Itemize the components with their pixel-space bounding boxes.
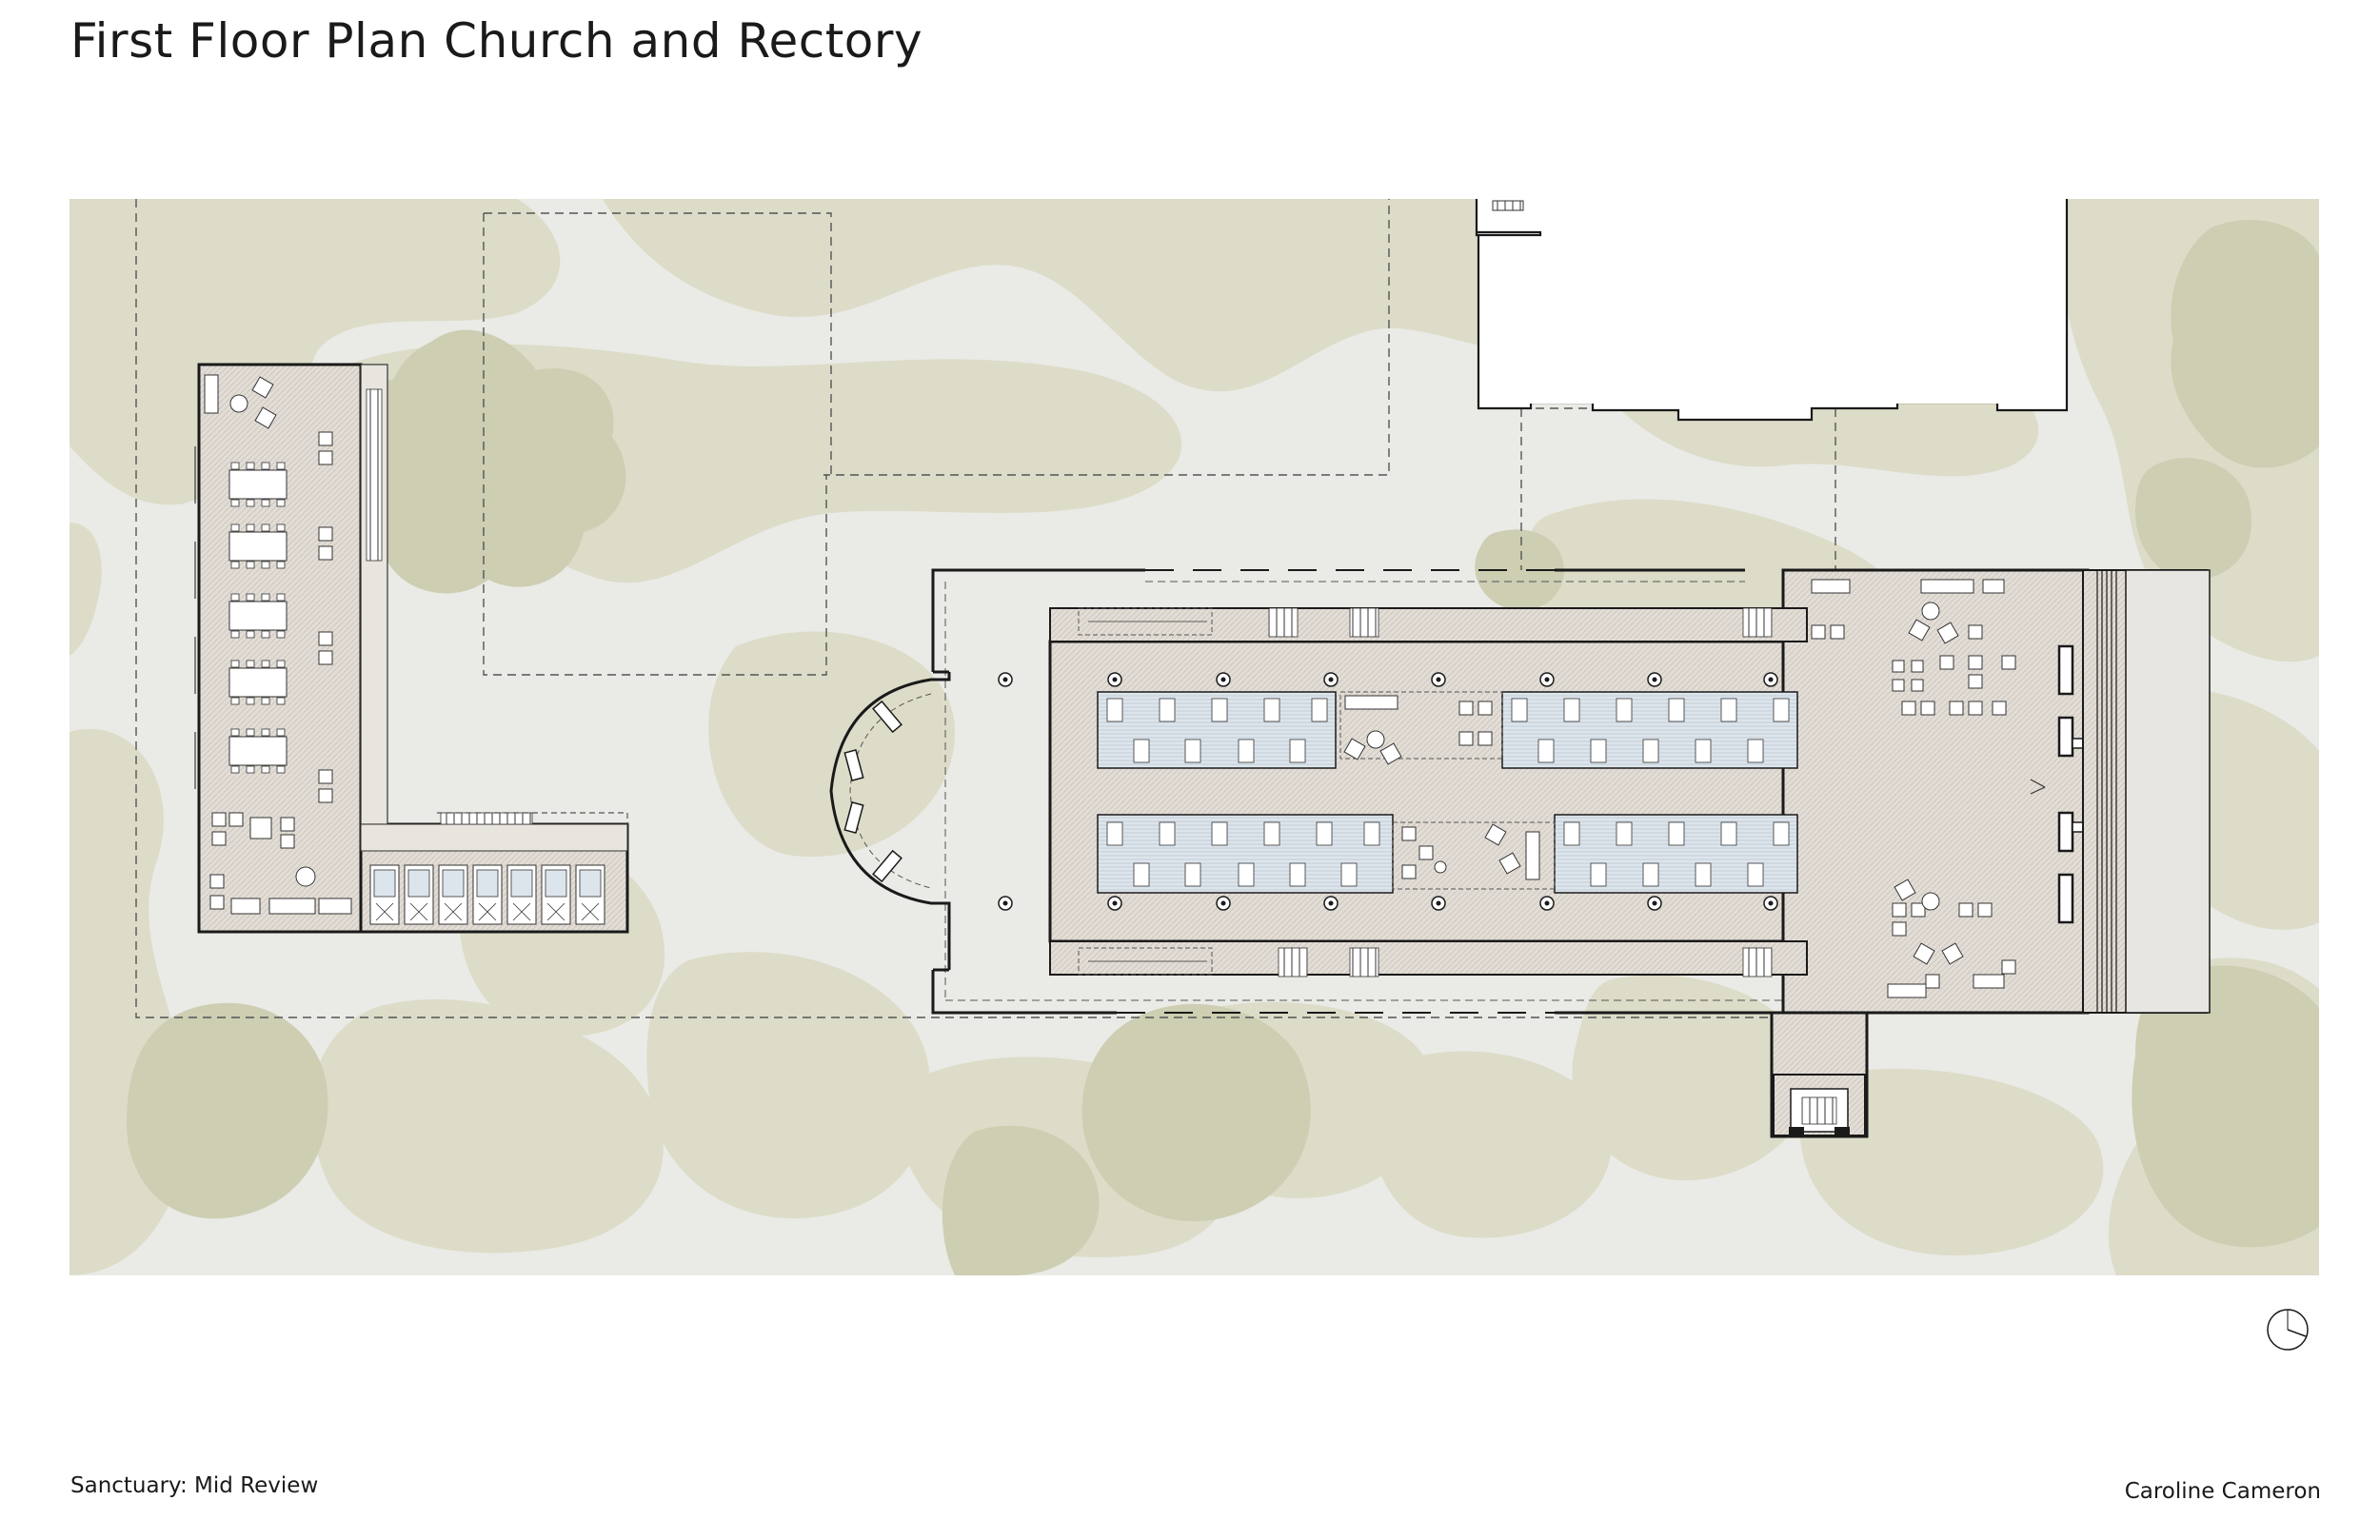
project-label: Sanctuary: Mid Review [70, 1473, 319, 1498]
rectory-building [194, 363, 629, 934]
north-arrow-icon [2264, 1306, 2311, 1357]
floor-plan-drawing [69, 199, 2319, 1275]
sheet-title: First Floor Plan Church and Rectory [70, 13, 923, 69]
trees [127, 219, 2319, 1275]
existing-building-stair [1492, 200, 1524, 211]
existing-building-fill [1480, 237, 2065, 404]
author-label: Caroline Cameron [2124, 1479, 2321, 1504]
church-building [829, 568, 2211, 1138]
